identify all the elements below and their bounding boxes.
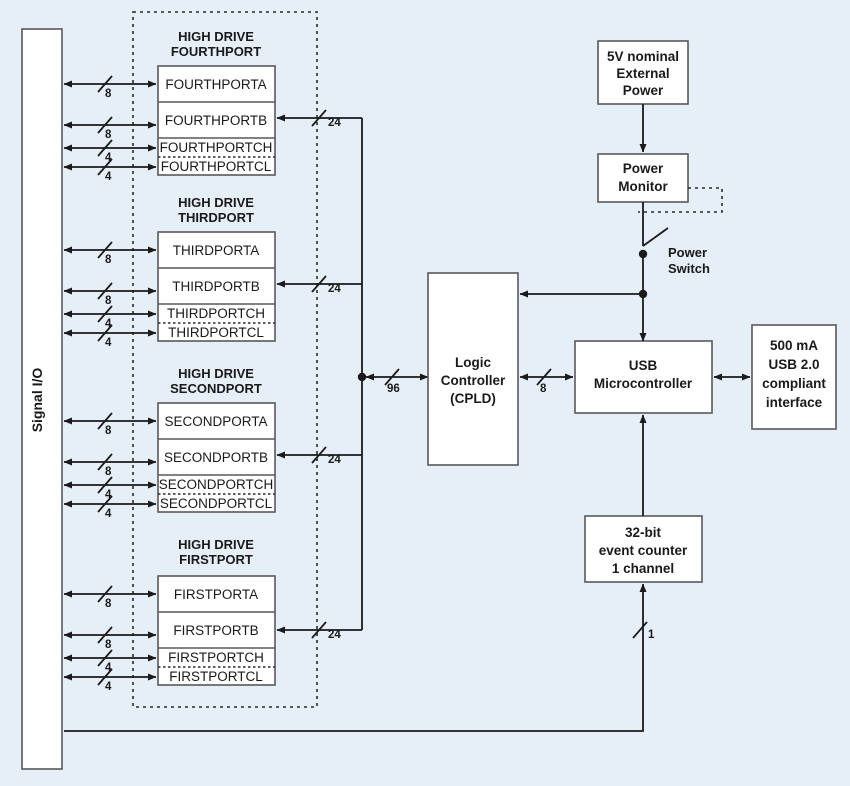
- bit-width-label: 8: [105, 129, 112, 141]
- group-title-line1: HIGH DRIVE: [178, 195, 254, 210]
- port-row-label: SECONDPORTA: [164, 414, 267, 429]
- usb-interface-block: 500 mA USB 2.0 compliant interface: [751, 324, 837, 430]
- group-title-line1: HIGH DRIVE: [178, 29, 254, 44]
- external-power-block: 5V nominal External Power: [597, 40, 689, 105]
- bit-width-label: 8: [105, 598, 112, 610]
- logic-controller-block: Logic Controller (CPLD): [427, 272, 519, 466]
- bit-width-label: 8: [105, 466, 112, 478]
- port-block: [157, 231, 276, 342]
- bit-width-label: 4: [105, 489, 112, 501]
- power-monitor-block: Power Monitor: [597, 153, 689, 203]
- external-power-line1: 5V nominal: [607, 49, 679, 64]
- port-block: [157, 575, 276, 686]
- bus-width-label: 24: [328, 117, 341, 129]
- bit-width-label: 8: [105, 425, 112, 437]
- group-title-line1: HIGH DRIVE: [178, 537, 254, 552]
- port-row-label: FIRSTPORTB: [173, 623, 258, 638]
- external-power-line2: External: [616, 66, 669, 81]
- bit-width-label: 4: [105, 318, 112, 330]
- group-title-line2: FOURTHPORT: [171, 44, 261, 59]
- usb-microcontroller-line1: USB: [629, 358, 658, 373]
- port-group-secondport: HIGH DRIVE SECONDPORT SECONDPORTA SECOND…: [63, 366, 362, 520]
- external-power-line3: Power: [623, 83, 664, 98]
- port-group-thirdport: HIGH DRIVE THIRDPORT THIRDPORTA THIRDPOR…: [63, 195, 362, 349]
- port-row-label: THIRDPORTCL: [168, 325, 264, 340]
- bit-width-label: 8: [105, 295, 112, 307]
- group-title-line1: HIGH DRIVE: [178, 366, 254, 381]
- port-row-label: FOURTHPORTCL: [161, 159, 272, 174]
- port-row-label: FOURTHPORTB: [165, 113, 267, 128]
- bit-width-label: 4: [105, 152, 112, 164]
- group-title-line2: THIRDPORT: [178, 210, 254, 225]
- port-row-label: FOURTHPORTA: [165, 77, 266, 92]
- group-title-line2: SECONDPORT: [170, 381, 262, 396]
- event-counter-line3: 1 channel: [612, 561, 674, 576]
- bus-96-label: 96: [387, 383, 400, 395]
- bit-width-label: 8: [105, 639, 112, 651]
- bit-width-label: 4: [105, 662, 112, 674]
- bit-width-label: 4: [105, 681, 112, 693]
- port-row-label: FIRSTPORTCL: [169, 669, 263, 684]
- bus-width-label: 24: [328, 629, 341, 641]
- port-row-label: SECONDPORTCL: [160, 496, 273, 511]
- port-row-label: FOURTHPORTCH: [160, 140, 273, 155]
- bit-width-label: 4: [105, 337, 112, 349]
- logic-controller-line3: (CPLD): [450, 391, 496, 406]
- bus-junction-dot: [357, 372, 367, 382]
- logic-controller-line1: Logic: [455, 355, 491, 370]
- logic-controller-line2: Controller: [441, 373, 506, 388]
- signal-io-bar: Signal I/O: [21, 28, 63, 770]
- port-row-label: THIRDPORTA: [173, 243, 260, 258]
- bit-width-label: 8: [105, 254, 112, 266]
- usb-interface-line1: 500 mA: [770, 338, 818, 353]
- bit-width-label: 4: [105, 508, 112, 520]
- bus-8-label: 8: [540, 383, 547, 395]
- port-row-label: THIRDPORTB: [172, 279, 260, 294]
- event-counter-line2: event counter: [599, 543, 688, 558]
- high-drive-group-outline: [132, 11, 318, 708]
- counter-input-bit-label: 1: [648, 629, 655, 641]
- power-switch-symbol[interactable]: Power Switch: [638, 227, 710, 276]
- usb-interface-line3: compliant: [762, 376, 826, 391]
- port-row-label: FIRSTPORTA: [174, 587, 258, 602]
- group-title-line2: FIRSTPORT: [179, 552, 253, 567]
- usb-interface-line2: USB 2.0: [768, 357, 819, 372]
- bit-width-label: 4: [105, 171, 112, 183]
- port-row-label: SECONDPORTCH: [159, 477, 274, 492]
- power-monitor-line1: Power: [623, 161, 664, 176]
- bus-width-label: 24: [328, 283, 341, 295]
- bit-width-label: 8: [105, 88, 112, 100]
- event-counter-line1: 32-bit: [625, 525, 662, 540]
- power-monitor-control-dotted: [638, 187, 723, 213]
- port-group-firstport: HIGH DRIVE FIRSTPORT FIRSTPORTA FIRSTPOR…: [63, 537, 362, 693]
- port-row-label: THIRDPORTCH: [167, 306, 265, 321]
- usb-microcontroller-block: USB Microcontroller: [574, 340, 713, 414]
- port-row-label: SECONDPORTB: [164, 450, 268, 465]
- counter-input-path: [64, 583, 647, 732]
- port-group-fourthport: HIGH DRIVE FOURTHPORT FOURTHPORTA FOURTH…: [63, 29, 362, 183]
- usb-interface-line4: interface: [766, 395, 823, 410]
- bus-width-label: 24: [328, 454, 341, 466]
- signal-io-label: Signal I/O: [29, 368, 45, 433]
- power-monitor-line2: Monitor: [618, 179, 668, 194]
- power-switch-line1: Power: [668, 245, 707, 260]
- usb-microcontroller-line2: Microcontroller: [594, 376, 693, 391]
- event-counter-block: 32-bit event counter 1 channel: [584, 515, 703, 583]
- power-switch-line2: Switch: [668, 261, 710, 276]
- port-row-label: FIRSTPORTCH: [168, 650, 264, 665]
